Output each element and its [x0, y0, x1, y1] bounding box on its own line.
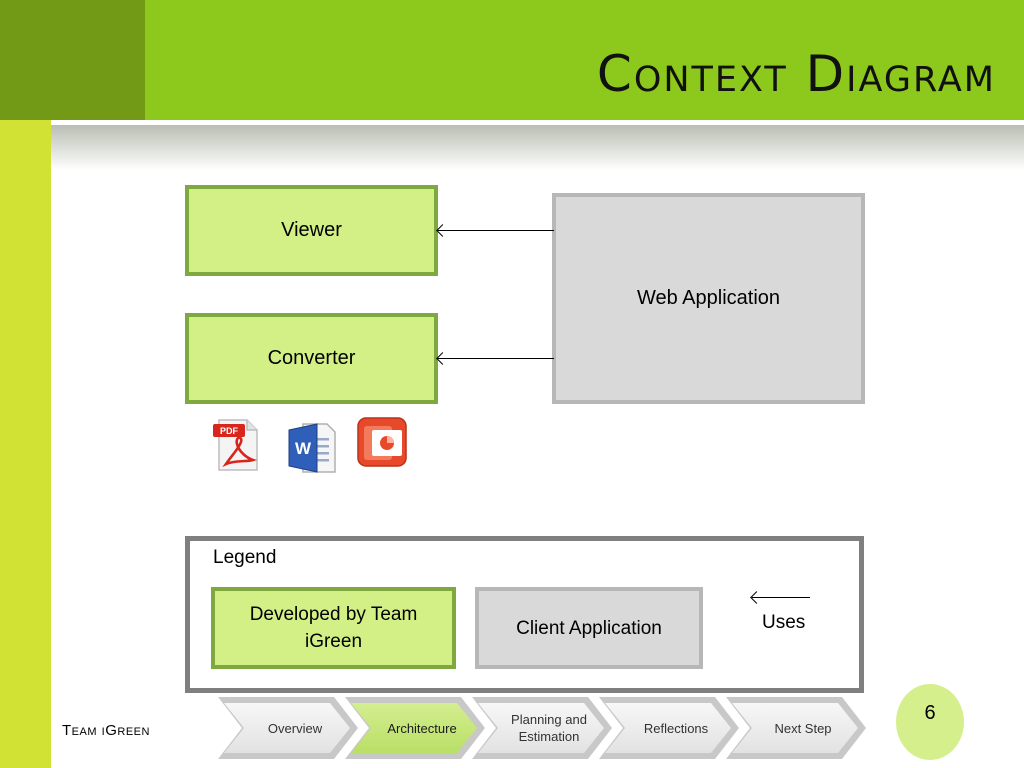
nav-step-label: Next Step — [774, 720, 832, 736]
nav-step-overview[interactable]: Overview — [218, 697, 358, 759]
page-number: 6 — [924, 702, 936, 724]
word-icon: W — [288, 423, 336, 473]
legend-client-swatch: Client Application — [475, 587, 703, 669]
pdf-icon: PDF — [213, 419, 258, 471]
converter-label: Converter — [267, 347, 356, 369]
nav-step-face — [605, 703, 731, 753]
header-shadow — [51, 125, 1024, 170]
legend-uses-label: Uses — [762, 612, 806, 633]
nav-step-architecture[interactable]: Architecture — [345, 697, 485, 759]
viewer-box: Viewer — [185, 185, 438, 276]
team-name: Team iGreen — [62, 722, 150, 739]
arrow-line — [438, 230, 554, 231]
web-application-label: Web Application — [636, 287, 781, 309]
powerpoint-icon — [357, 417, 407, 467]
nav-step-reflections[interactable]: Reflections — [599, 697, 739, 759]
legend-developed-swatch: Developed by Team iGreen — [211, 587, 456, 669]
nav-step-next-step[interactable]: Next Step — [726, 697, 866, 759]
viewer-label: Viewer — [281, 219, 342, 241]
svg-text:W: W — [295, 439, 312, 458]
legend-client-label: Client Application — [516, 617, 662, 639]
header-corner-block — [0, 0, 145, 120]
arrow-head — [436, 352, 449, 365]
left-accent-strip — [0, 120, 51, 768]
arrow-line — [438, 358, 554, 359]
nav-step-face — [224, 703, 350, 753]
nav-step-face — [351, 703, 477, 753]
legend-title: Legend — [213, 547, 277, 568]
nav-step-face — [478, 703, 604, 753]
nav-step-planning[interactable]: Planning and Estimation — [472, 697, 612, 759]
converter-box: Converter — [185, 313, 438, 404]
slide-title: Context Diagram — [596, 45, 996, 103]
web-application-box: Web Application — [552, 193, 865, 404]
nav-step-label: Reflections — [643, 720, 709, 736]
header-divider — [51, 120, 1024, 125]
legend-developed-label: Developed by Team iGreen — [249, 604, 418, 652]
nav-step-label: Overview — [267, 720, 323, 736]
arrow-line — [752, 597, 810, 598]
svg-text:PDF: PDF — [220, 426, 239, 436]
arrow-head — [750, 591, 763, 604]
nav-step-label: Architecture — [387, 720, 457, 736]
legend-panel: Legend Developed by Team iGreen Client A… — [185, 536, 864, 693]
page-number-badge: 6 — [896, 684, 964, 760]
header-band — [0, 0, 1024, 120]
nav-step-face — [732, 703, 858, 753]
arrow-head — [436, 224, 449, 237]
nav-step-label: Planning and Estimation — [511, 712, 587, 744]
